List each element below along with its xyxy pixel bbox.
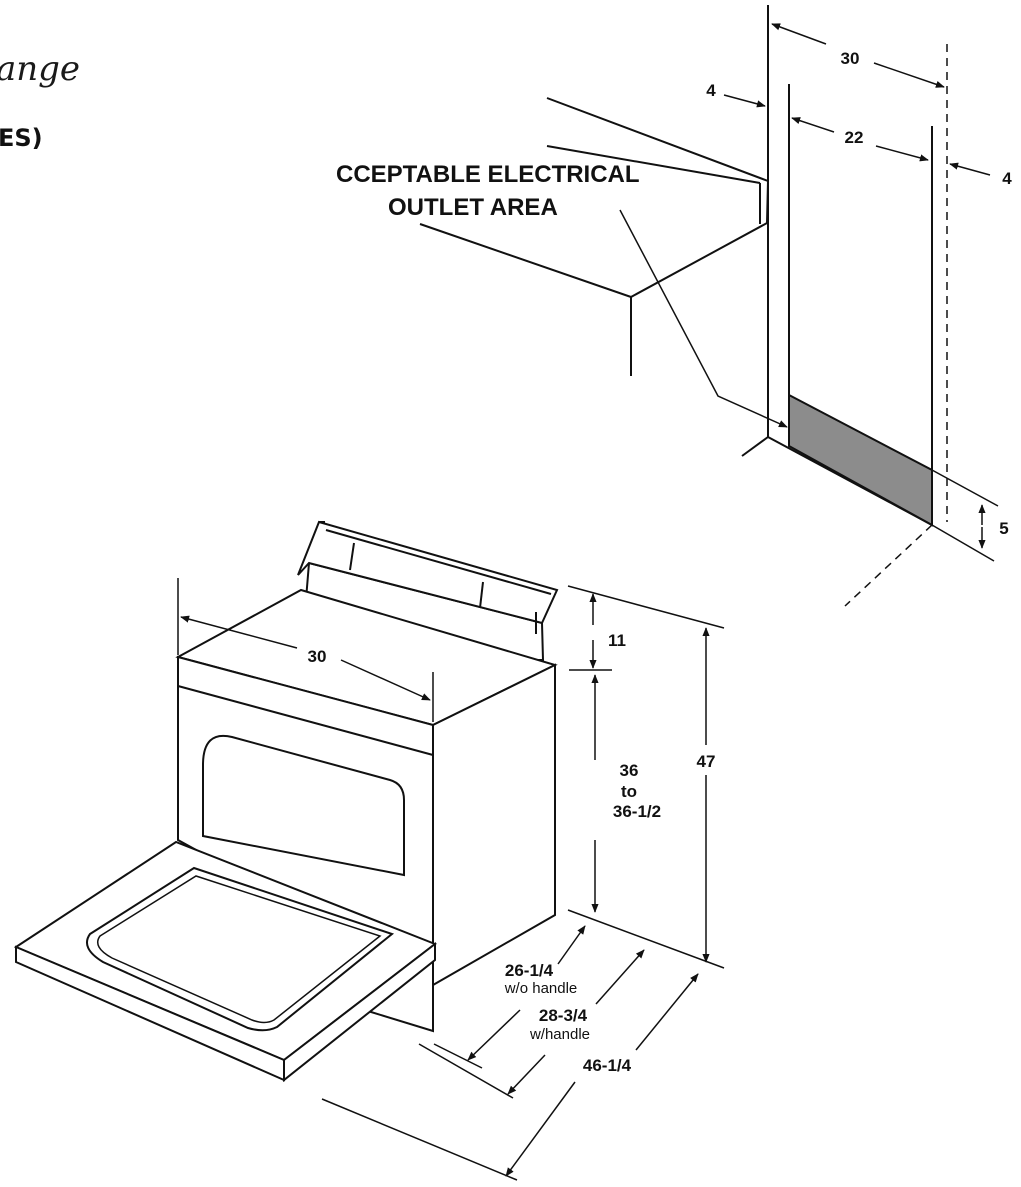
dim-46-arrow-up [635, 973, 699, 1051]
dim-depth-with-handle-note: w/handle [529, 1026, 590, 1043]
floor-line-left [741, 436, 769, 457]
dim-4-right-arrow [949, 162, 991, 176]
countertop [419, 97, 770, 376]
dim-depth-with-handle: 28-3/4 [539, 1006, 588, 1025]
dim-ext-top [567, 585, 725, 629]
oven-door-side-edge [283, 941, 436, 1083]
dim-width-arrow-right [340, 659, 431, 701]
dim-outlet-left-offset: 4 [706, 81, 716, 100]
dim-depth-ext-3 [321, 1098, 518, 1181]
floor-dashed-line [844, 524, 933, 607]
oven-window [202, 734, 405, 877]
dim-range-width: 30 [308, 647, 327, 666]
dim-depth-without-handle-note: w/o handle [504, 980, 578, 997]
dim-outlet-right-offset: 4 [1002, 169, 1012, 188]
dim-30-arrow-right [873, 62, 945, 88]
dim-depth-door-open: 46-1/4 [583, 1056, 632, 1075]
oven-door-inner-inset [97, 875, 382, 1024]
outlet-callout-label-line2: OUTLET AREA [388, 194, 558, 221]
dim-22-arrow-right [875, 145, 929, 162]
dim-depth-ext-2 [418, 1043, 514, 1099]
wall-outlet-diagram: CCEPTABLE ELECTRICAL OUTLET AREA 30 4 22… [336, 5, 1012, 607]
range-dimensions: 30 11 36 to 36-1/2 47 26-1/4 w/o handle … [177, 578, 725, 1181]
dim-28-arrow-up [595, 949, 645, 1005]
dim-overall-height: 47 [697, 752, 716, 771]
outlet-callout-leader [619, 209, 788, 428]
dim-cooktop-height-line1: 36 [620, 761, 639, 780]
dim-26-arrow-down [467, 1009, 521, 1061]
dim-cooktop-height-line3: 36-1/2 [613, 802, 661, 821]
dim-depth-ext-1 [433, 1043, 483, 1069]
dim-depth-without-handle: 26-1/4 [505, 961, 554, 980]
dim-30-arrow-left [771, 23, 827, 45]
dim-outlet-height: 5 [999, 519, 1008, 538]
range-drawing [13, 520, 559, 1083]
dim-28-arrow-down [507, 1054, 546, 1095]
dim-5-ext-bottom [931, 524, 995, 562]
dim-backguard-height: 11 [608, 631, 626, 650]
dim-5-ext-top [931, 469, 999, 507]
dim-width-arrow-left [180, 615, 298, 649]
dim-4-left-arrow [723, 94, 766, 108]
page-subtitle-fragment: ES) [0, 124, 43, 152]
dim-outlet-total-width: 30 [841, 49, 860, 68]
dim-cooktop-height-line2: to [621, 782, 637, 801]
dim-ext-floor [567, 909, 725, 969]
dim-26-arrow-up [557, 925, 586, 965]
dim-46-arrow-down [505, 1081, 576, 1177]
dim-outlet-width: 22 [845, 128, 864, 147]
range-control-strip-line [177, 685, 434, 756]
outlet-callout-label-line1: CCEPTABLE ELECTRICAL [336, 161, 640, 188]
page-title-fragment: ange [0, 49, 80, 89]
oven-door-inner-panel [86, 866, 395, 1032]
dim-22-arrow-left [791, 117, 835, 133]
